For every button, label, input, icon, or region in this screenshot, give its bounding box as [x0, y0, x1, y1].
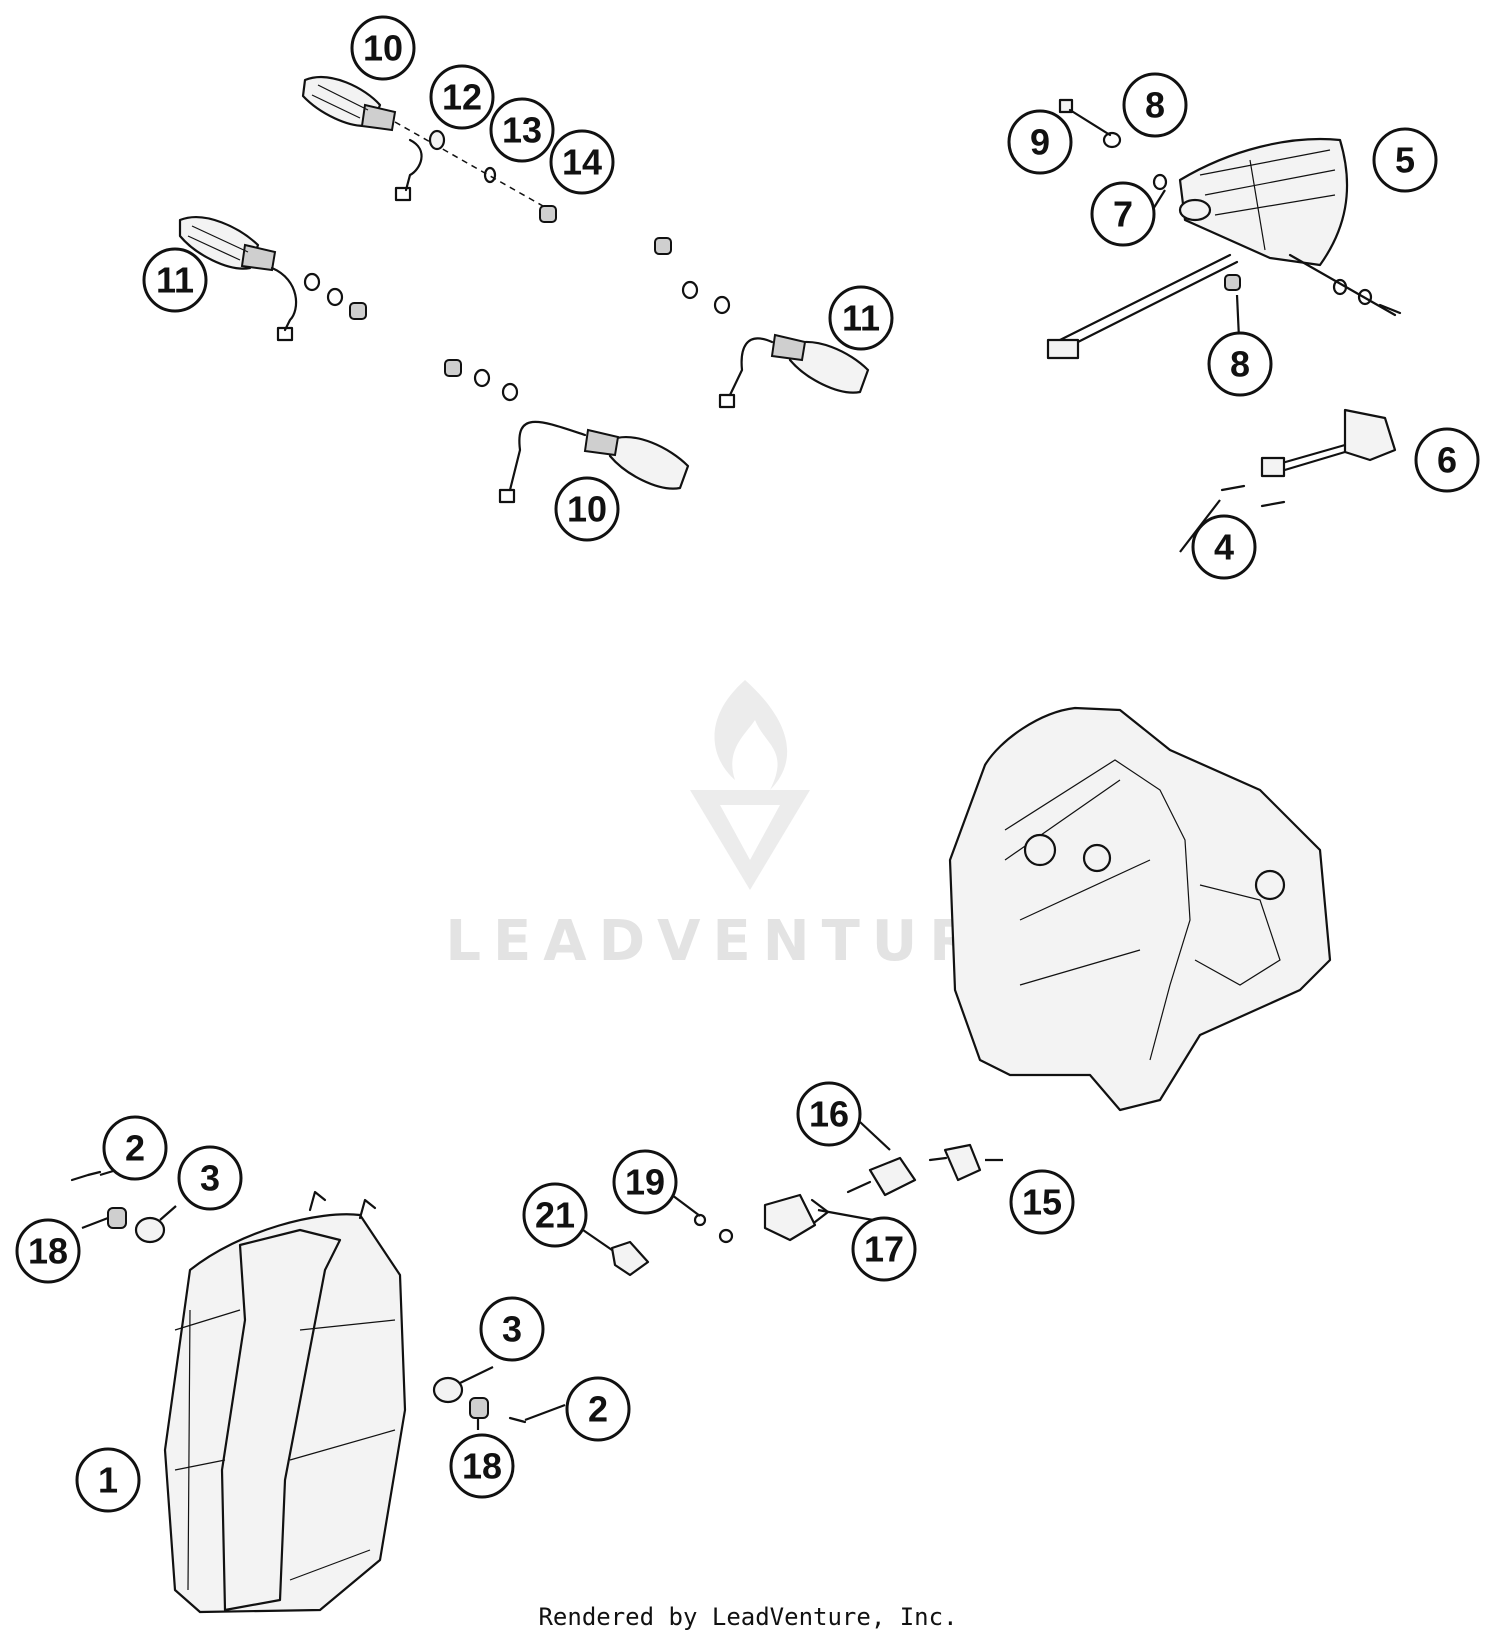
callout-label: 1 [98, 1460, 118, 1501]
callout-label: 19 [625, 1162, 665, 1203]
callout: 15 [1009, 1169, 1075, 1235]
headlight-mask [163, 1190, 407, 1614]
callout: 9 [1007, 109, 1073, 175]
callout-label: 3 [200, 1158, 220, 1199]
callout-label: 3 [502, 1309, 522, 1350]
turn-signal-front-right [498, 420, 690, 504]
callout-label: 21 [535, 1195, 575, 1236]
callout-label: 10 [363, 28, 403, 69]
callout-label: 4 [1214, 527, 1234, 568]
callout: 14 [549, 129, 615, 195]
callout: 6 [1414, 427, 1480, 493]
turn-signal-rear-left [178, 216, 298, 342]
v-watermark-icon [690, 790, 810, 890]
callout: 3 [479, 1296, 545, 1362]
callout: 10 [554, 476, 620, 542]
callout-label: 16 [809, 1094, 849, 1135]
callout-label: 8 [1145, 85, 1165, 126]
callout-label: 7 [1113, 194, 1133, 235]
watermark-text: LEADVENTURE [445, 909, 1034, 974]
turn-signal-front-left [301, 76, 423, 202]
washer-12 [428, 129, 446, 151]
callout: 5 [1372, 127, 1438, 193]
callout: 1 [75, 1447, 141, 1513]
callout: 2 [102, 1115, 168, 1181]
callout-label: 8 [1230, 344, 1250, 385]
callout: 4 [1191, 514, 1257, 580]
callout-label: 15 [1022, 1182, 1062, 1223]
tail-light-assembly [1046, 137, 1397, 360]
callout: 13 [489, 97, 555, 163]
callout-label: 17 [864, 1229, 904, 1270]
leadventure-watermark: LEADVENTURE [445, 680, 1034, 974]
callout: 8 [1207, 331, 1273, 397]
spring-washer-13 [483, 166, 497, 184]
flame-watermark-icon [714, 680, 788, 790]
callout-label: 18 [28, 1231, 68, 1272]
callout-label: 5 [1395, 140, 1415, 181]
callout: 11 [828, 285, 894, 351]
nut-14 [539, 205, 557, 223]
callout: 7 [1090, 181, 1156, 247]
callout: 11 [142, 247, 208, 313]
footer-credit: Rendered by LeadVenture, Inc. [538, 1603, 957, 1631]
callout: 19 [612, 1149, 678, 1215]
callout: 10 [350, 15, 416, 81]
callout-label: 9 [1030, 122, 1050, 163]
license-plate-light [1260, 408, 1397, 478]
callout: 18 [15, 1218, 81, 1284]
callout-label: 11 [156, 260, 194, 301]
callout: 12 [429, 64, 495, 130]
callout: 16 [796, 1081, 862, 1147]
headlight-housing [948, 706, 1332, 1112]
callout-label: 6 [1437, 440, 1457, 481]
turn-signal-rear-right [718, 333, 870, 409]
callout-label: 2 [588, 1389, 608, 1430]
callout-label: 18 [462, 1446, 502, 1487]
callout: 3 [177, 1145, 243, 1211]
callout-label: 10 [567, 489, 607, 530]
callout: 2 [565, 1376, 631, 1442]
callout-label: 12 [442, 77, 482, 118]
headlight-bulbs [610, 1143, 982, 1277]
callout-label: 11 [842, 298, 880, 339]
callout: 18 [449, 1433, 515, 1499]
callout-label: 14 [562, 142, 602, 183]
callout: 21 [522, 1182, 588, 1248]
callout: 17 [851, 1216, 917, 1282]
callout-label: 2 [125, 1128, 145, 1169]
callout-label: 13 [502, 110, 542, 151]
callout: 8 [1122, 72, 1188, 138]
